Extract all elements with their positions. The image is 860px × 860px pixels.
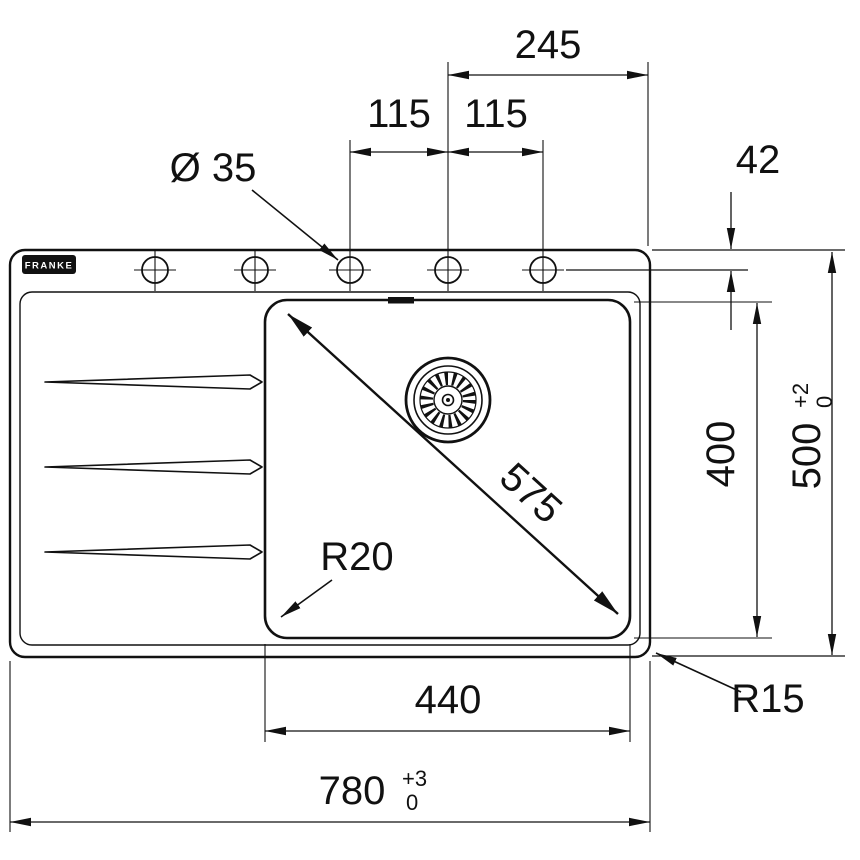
bowl-edge [263,298,632,640]
main-bowl [263,297,632,640]
dim-label-400: 400 [699,421,743,488]
drainer-groove [44,544,263,560]
dim-label-42: 42 [736,138,781,182]
dim-42: 42 [566,138,845,330]
sink-outline [8,248,652,659]
drainer-groove [44,459,263,475]
radius-callout-r15: R15 [655,652,805,721]
bowl-diagonal-label: 575 [491,455,570,532]
tap-holes [134,249,564,291]
hole-diameter-callout: Ø 35 [170,146,339,261]
tap-hole [234,249,276,291]
dim-500: 500 +2 0 [652,252,845,657]
dim-245: 245 [448,23,648,80]
dim-label-500-tol-upper: +2 [788,383,813,408]
top-extension-lines [349,62,649,291]
drainer-groove [44,374,263,390]
dim-label-500: 500 [785,423,829,490]
drain-strainer [404,356,492,444]
dim-400: 400 [634,301,772,639]
dim-label-245: 245 [515,23,582,67]
drainer-grooves [44,374,263,560]
sink-inner-edge [19,291,641,646]
dim-115-pair: 115 115 [350,92,543,157]
franke-logo-plate [22,255,76,274]
hole-diameter-label: Ø 35 [170,146,257,190]
dim-label-500-tol-lower: 0 [812,396,837,408]
tap-hole [134,249,176,291]
dim-label-115-left: 115 [367,92,431,136]
sink-outer-edge [8,248,652,659]
franke-logo: FRANKE [22,255,76,274]
dim-label-440: 440 [415,678,482,722]
dim-440: 440 [264,644,631,742]
dim-780: 780 +3 0 [9,661,651,832]
outer-corner-radius-label: R15 [731,677,804,721]
dim-label-115-right: 115 [464,92,528,136]
radius-callout-r20: R20 [280,535,394,618]
franke-logo-text: FRANKE [25,261,74,272]
bowl-corner-radius-label: R20 [320,535,393,579]
dim-label-780: 780 [319,769,386,813]
dim-label-780-tol-lower: 0 [406,790,418,815]
dim-label-780-tol-upper: +3 [402,766,427,791]
overflow-slot [388,297,414,304]
